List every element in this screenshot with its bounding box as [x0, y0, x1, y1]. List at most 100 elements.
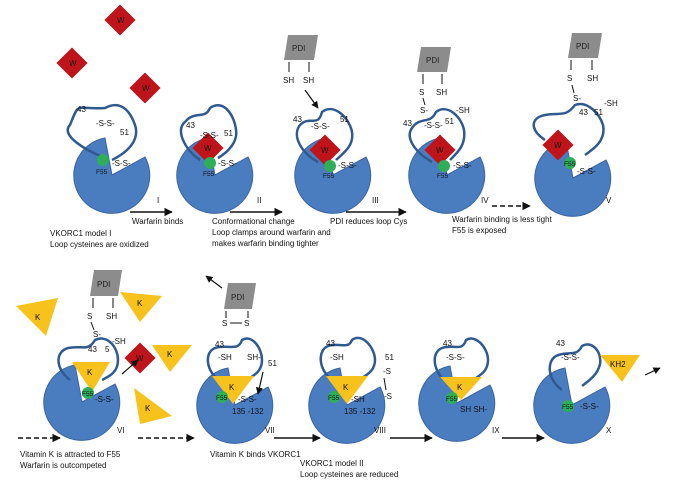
f55-label: F55	[96, 169, 108, 176]
warfarin-label: W	[117, 16, 125, 25]
warfarin-label: W	[436, 146, 444, 155]
caption-model-1: VKORC1 model I	[50, 229, 111, 238]
disulfide-label: -S-S-	[424, 121, 443, 130]
residue-43-label: 43	[403, 119, 412, 128]
pdi-parallelogram-icon	[90, 270, 122, 296]
enzyme-state-8: K F55 -SH 135 -132 43 -SH 51 -S -S	[308, 336, 394, 444]
f55-dot-icon	[562, 400, 574, 412]
residue-135-132-label: 135 -132	[344, 407, 376, 416]
disulfide-label: -S-S-	[453, 161, 472, 170]
residue-43-label: 43	[186, 121, 195, 130]
f55-dot-icon	[324, 160, 336, 172]
thiol-label: SH	[283, 76, 294, 85]
arrow-vitk-in	[255, 371, 264, 395]
residue-51-label: 51	[385, 353, 394, 362]
residue-43-label: 43	[215, 340, 224, 349]
residue-51-label: 51	[340, 115, 349, 124]
residue-43-label: 43	[556, 339, 565, 348]
caption-outcompeted: Warfarin is outcompeted	[20, 461, 106, 470]
vitamin-k-label: K	[457, 383, 463, 392]
pdi-label: PDI	[426, 56, 439, 65]
f55-label: F55	[437, 173, 449, 180]
step-x-label: X	[606, 426, 612, 435]
cys-loop	[532, 102, 605, 157]
warfarin-diamond-icon: W	[424, 134, 456, 166]
disulfide-label: -S-S-	[95, 395, 114, 404]
vitamin-k-triangle-icon: K	[72, 362, 110, 392]
cys-loop	[433, 337, 490, 381]
sulfur-label: S	[419, 88, 424, 97]
arrow-pdi-out	[205, 275, 223, 289]
enzyme-body-icon	[534, 140, 612, 217]
step-v-label: V	[606, 196, 612, 205]
f55-dot-icon	[446, 392, 458, 404]
step-i-label: I	[157, 196, 159, 205]
caption-vitamin-k-attracted: Vitamin K is attracted to F55	[20, 450, 121, 459]
vitamin-k-triangle-icon: K	[120, 292, 162, 322]
vitamin-kh2-label: KH2	[610, 360, 626, 369]
caption-tighter-binding: makes warfarin binding tighter	[212, 239, 319, 248]
f55-label: F55	[446, 396, 458, 403]
vitamin-k-label: K	[167, 350, 173, 359]
vitamin-k-triangle-icon: K	[152, 345, 192, 372]
warfarin-label: W	[69, 59, 77, 68]
disulfide-label: -S-S-	[561, 353, 580, 362]
pdi-label: PDI	[97, 280, 110, 289]
warfarin-diamond-icon: W	[192, 132, 224, 164]
pdi-parallelogram-icon	[284, 35, 318, 60]
caption-reduced: Loop cysteines are reduced	[300, 470, 398, 479]
free-warfarin-group: W W W	[56, 4, 161, 104]
cys-loop	[408, 108, 466, 164]
step-iv-label: IV	[481, 196, 489, 205]
enzyme-state-4: W F55 -S-S- 43 -S-S- 51 -SH	[403, 106, 486, 214]
thiol-label: SH	[106, 312, 117, 321]
pdi-reduced: PDI SH SH	[283, 35, 318, 85]
caption-f55-exposed: F55 is exposed	[452, 226, 506, 235]
cys-loop	[206, 337, 264, 381]
pdi-released: PDI S S	[222, 283, 256, 328]
pdi-label: PDI	[231, 293, 244, 302]
sulfur-label: S	[87, 312, 92, 321]
vitamin-k-label: K	[87, 368, 93, 377]
residue-43-label: 43	[77, 105, 86, 114]
f55-dot-icon	[216, 391, 228, 403]
thiol-label: SH	[303, 76, 314, 85]
vitamin-k-label: K	[343, 383, 349, 392]
cys-loop	[66, 103, 138, 162]
sulfur-label: S	[244, 319, 249, 328]
enzyme-state-7: K F55 -S-S- 135 -132 43 -SH SH- 51	[196, 337, 277, 444]
disulfide-label: -S-S-	[96, 119, 115, 128]
cys-loop	[179, 104, 238, 162]
arrow-warfarin-out	[121, 359, 139, 375]
thiol-label: -SH	[112, 337, 126, 346]
disulfide-label: -S-S-	[311, 122, 330, 131]
vitamin-k-label: K	[35, 313, 41, 322]
enzyme-state-2: W F55 -S-S- 43 -S-S- 51	[176, 104, 254, 214]
caption-conformational-change: Conformational change	[212, 217, 295, 226]
residue-43-label: 43	[579, 108, 588, 117]
sulfur-label: S	[567, 74, 572, 83]
warfarin-label: W	[554, 141, 562, 150]
arrow-pdi-in	[304, 89, 319, 109]
step-vii-label: VII	[265, 426, 275, 435]
vitamin-k-triangle-icon: K	[134, 388, 172, 424]
disulfide-label: -S-S-	[580, 402, 599, 411]
vitamin-k-epoxide-triangle-icon: KH2	[600, 355, 640, 382]
thiol-label: -SH	[604, 99, 618, 108]
cys-loop	[319, 336, 377, 380]
enzyme-state-6: K F55 -S-S- 43 5 -SH W	[43, 337, 156, 441]
sulfur-label: -S	[383, 367, 391, 376]
f55-dot-icon	[82, 387, 94, 399]
step-ii-label: II	[257, 196, 261, 205]
enzyme-state-10: F55 -S-S- 43 -S-S-	[533, 339, 611, 444]
thiol-label: -SH	[330, 353, 344, 362]
disulfide-label: -S-S-	[200, 131, 219, 140]
thiol-label: SH SH-	[460, 405, 487, 414]
arrow-kh2-out	[644, 367, 661, 376]
thiol-label: -SH	[218, 353, 232, 362]
pdi-oxidized-2: PDI S SH S-	[567, 33, 602, 103]
thiol-label: SH-	[247, 353, 261, 362]
cys-loop	[295, 107, 354, 164]
pdi-oxidized: PDI S SH S-	[417, 47, 451, 115]
f55-dot-icon	[204, 157, 216, 169]
